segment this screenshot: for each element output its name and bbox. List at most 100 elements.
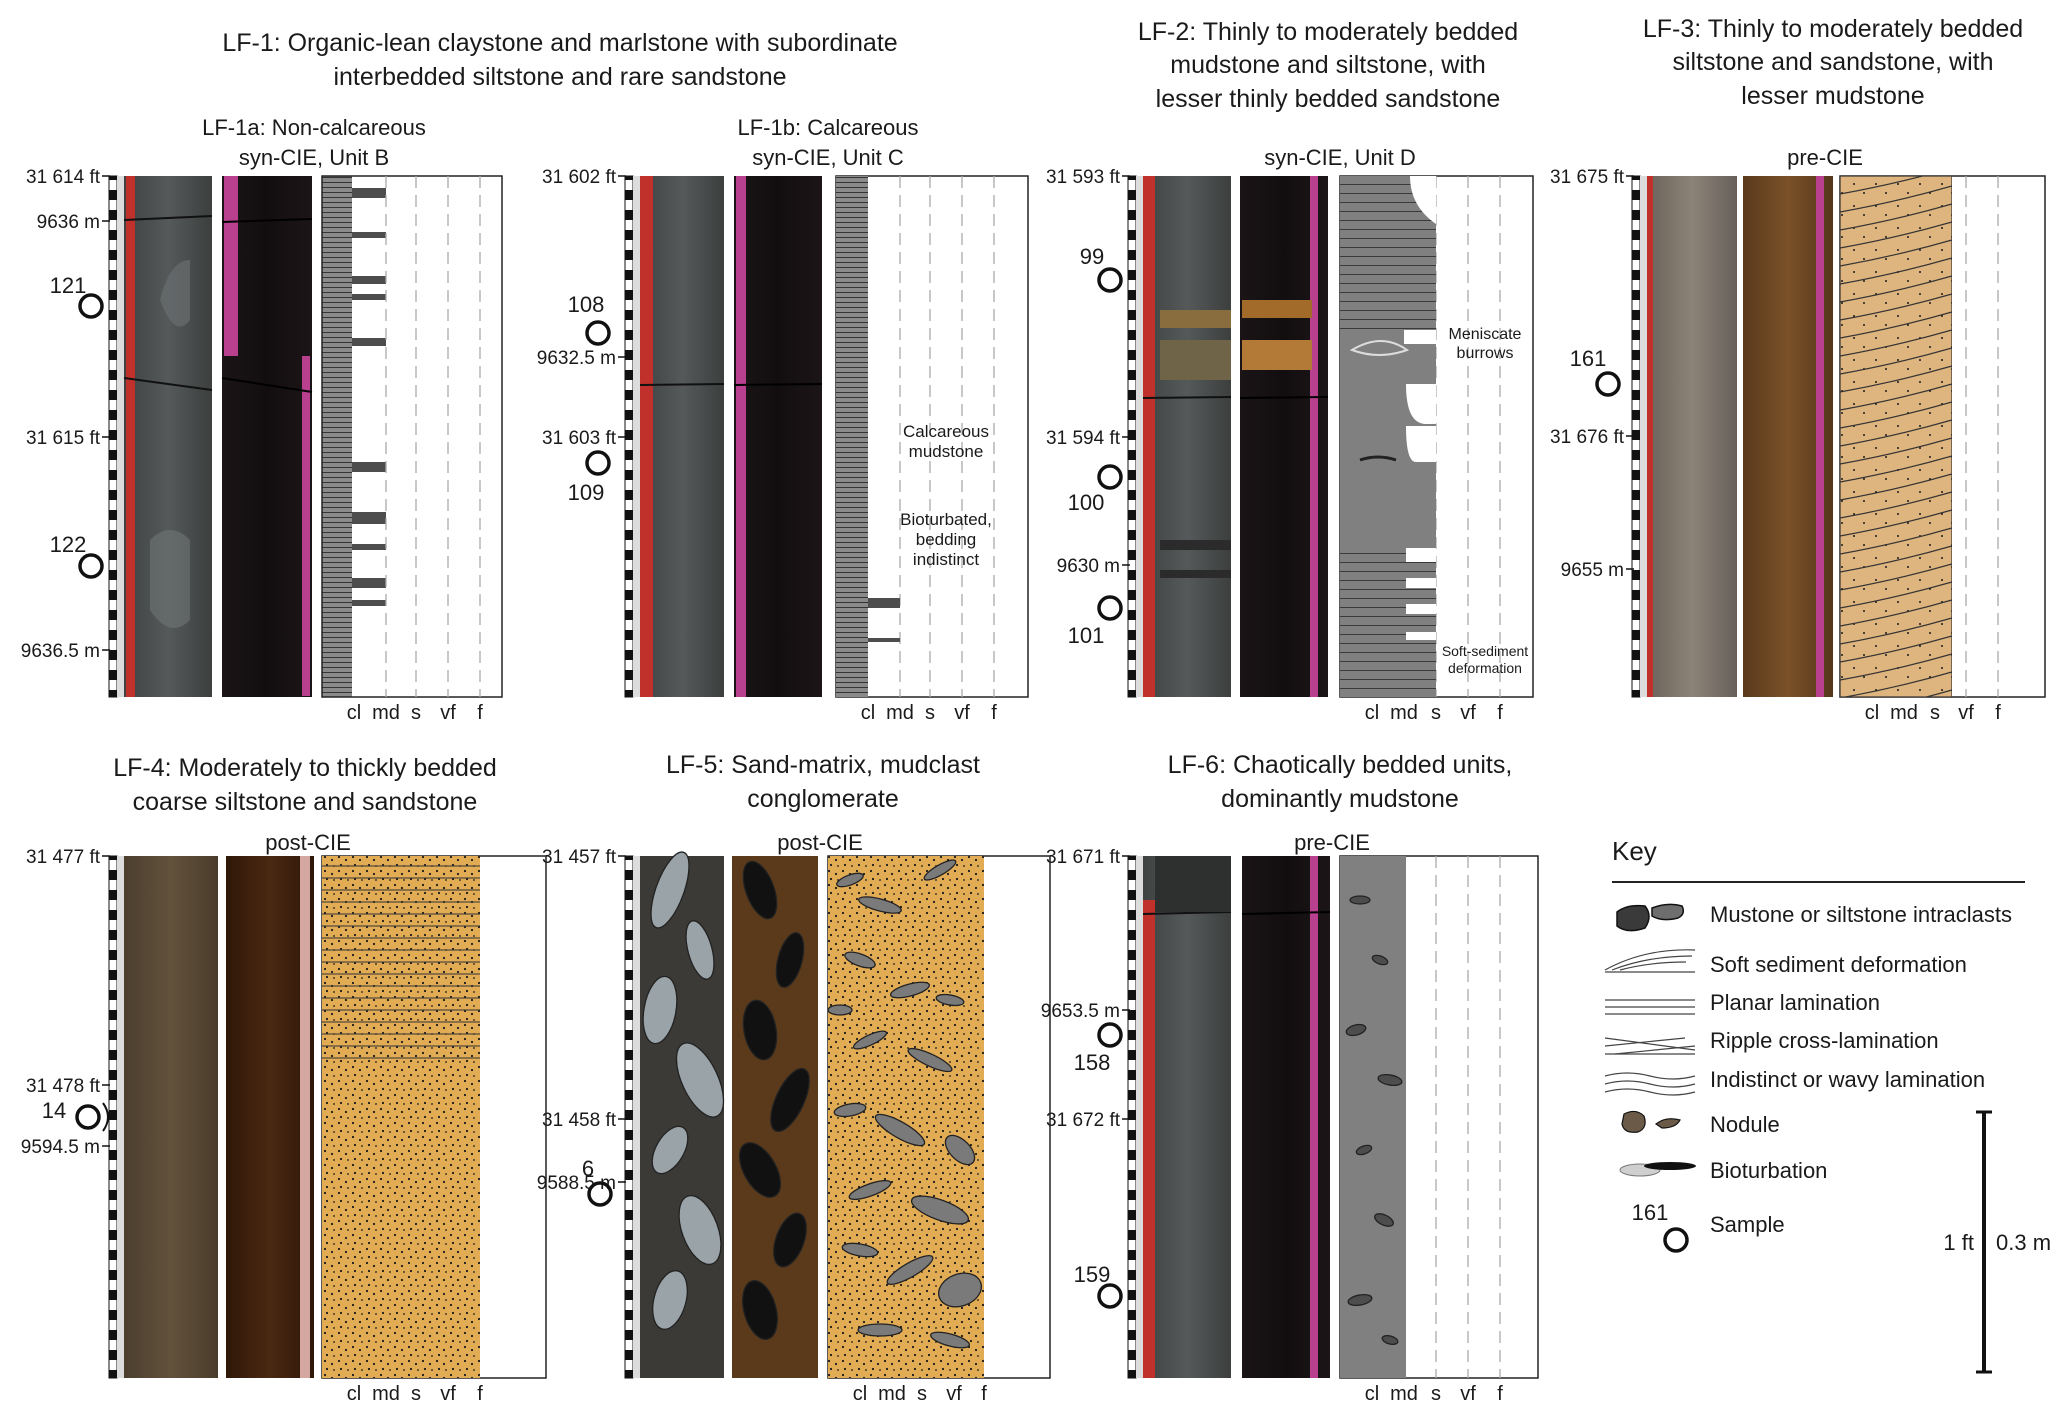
intraclast-shape [836, 872, 864, 888]
wavy-lamination-icon [1604, 1072, 1696, 1096]
depth-label: 31 457 ft [542, 847, 617, 868]
grain-size-tick-label: f [991, 702, 997, 724]
intraclast-shape [844, 951, 876, 969]
depth-label: 9636 m [37, 212, 100, 233]
lamina-line [1840, 473, 1952, 501]
svg-text:lesser thinly bedded sandstone: lesser thinly bedded sandstone [1156, 85, 1501, 113]
lamina-line [1840, 599, 1952, 627]
grain-size-tick-label: f [1497, 702, 1503, 724]
sample-icon: 161 [1632, 1200, 1689, 1253]
lamina-line [1840, 221, 1952, 249]
depth-label: 31 458 ft [542, 1110, 617, 1131]
sample-number: 108 [568, 292, 605, 317]
intraclast-shape [651, 1125, 689, 1175]
sample-number: 101 [1068, 623, 1105, 648]
sample-marker [75, 1104, 101, 1130]
core-photo-grey-clasts [640, 851, 725, 1378]
sample-number: 121 [50, 273, 87, 298]
panel-lf3 [1631, 175, 1952, 698]
intraclast-shape [910, 1195, 970, 1225]
intraclast-shape [923, 859, 957, 881]
lithology-column [1340, 176, 1436, 697]
svg-text:conglomerate: conglomerate [747, 785, 898, 813]
depth-label: 31 593 ft [1046, 167, 1121, 188]
lamina-line [1840, 401, 1952, 429]
sample-marker [1595, 371, 1621, 397]
core-scale-bar [624, 175, 634, 698]
depth-label: 31 676 ft [1550, 427, 1625, 448]
intraclast-shape [742, 860, 778, 920]
core-photo-black [1239, 176, 1329, 697]
intraclast-shape [642, 975, 678, 1045]
lithology-frame [321, 175, 503, 698]
grain-size-tick-label: vf [440, 1383, 456, 1405]
sample-number: 6 [582, 1156, 594, 1181]
lamina-line [1840, 203, 1952, 231]
sample-marker [1097, 595, 1123, 621]
intraclast-shape [827, 1004, 853, 1016]
sample-number: 161 [1570, 346, 1607, 371]
grain-size-tick-label: vf [440, 702, 456, 724]
intraclast-shape [874, 1113, 926, 1147]
annotation-text: Bioturbated, [900, 510, 992, 529]
intraclast-shape [886, 1255, 934, 1285]
lithology-column [1340, 856, 1406, 1378]
lithology-column [1840, 176, 1952, 697]
annotation-text: mudstone [909, 442, 984, 461]
lf6-subtitle: pre-CIE [1294, 830, 1370, 855]
intraclast-shape [889, 981, 931, 999]
sample-marker [78, 293, 104, 319]
intraclast-shape [742, 999, 778, 1061]
intraclast-shape [742, 1280, 778, 1340]
svg-text:mudstone and siltstone, with: mudstone and siltstone, with [1170, 51, 1485, 79]
intraclast-shape [1355, 1144, 1373, 1156]
core-photo-grey [639, 176, 725, 697]
grain-size-tick-label: cl [1365, 1383, 1379, 1405]
intraclast-shape [907, 1047, 953, 1073]
lf1b-subtitle: LF-1b: Calcareous syn-CIE, Unit C [738, 115, 919, 170]
key-label: Sample [1710, 1212, 1785, 1237]
intraclast-shape [650, 851, 690, 929]
lf4-subtitle: post-CIE [265, 830, 351, 855]
grain-size-tick-label: md [372, 702, 400, 724]
lamina-line [1840, 347, 1952, 375]
grain-size-tick-label: s [1431, 702, 1441, 724]
sample-marker [585, 450, 611, 476]
svg-text:syn-CIE, Unit B: syn-CIE, Unit B [239, 145, 389, 170]
svg-text:LF-6: Chaotically bedded units: LF-6: Chaotically bedded units, [1168, 751, 1513, 779]
lf1a-subtitle: LF-1a: Non-calcareous syn-CIE, Unit B [202, 115, 426, 170]
depth-label: 31 614 ft [26, 167, 101, 188]
sample-marker [585, 320, 611, 346]
lf2-subtitle: syn-CIE, Unit D [1264, 145, 1416, 170]
intraclast-shape [1381, 1334, 1399, 1346]
grain-size-tick-label: s [925, 702, 935, 724]
grain-size-tick-label: s [1930, 702, 1940, 724]
lamina-line [1840, 365, 1952, 393]
grain-size-tick-label: f [477, 702, 483, 724]
sample-marker [1097, 1283, 1123, 1309]
key-label: Planar lamination [1710, 990, 1880, 1015]
key-label: Mustone or siltstone intraclasts [1710, 902, 2012, 927]
core-photo-grey [123, 176, 213, 697]
key-label: Nodule [1710, 1112, 1780, 1137]
depth-label: 31 603 ft [542, 428, 617, 449]
sample-number: 158 [1074, 1050, 1111, 1075]
intraclast-shape [841, 1242, 879, 1258]
lamina-line [1840, 329, 1952, 357]
core-photo-tan [1647, 176, 1737, 697]
svg-text:coarse siltstone and sandstone: coarse siltstone and sandstone [133, 788, 478, 816]
annotation-text: Soft-sediment [1442, 643, 1528, 659]
grain-size-tick-label: md [886, 702, 914, 724]
lamina-line [1840, 275, 1952, 303]
lamina-line [1842, 671, 1952, 697]
ripple-cross-lamination-icon [1604, 1037, 1696, 1055]
lamina-line [1840, 635, 1952, 663]
intraclast-shape [775, 932, 805, 988]
depth-label: 31 602 ft [542, 167, 617, 188]
lamina-line [1840, 437, 1952, 465]
lamina-line [1923, 689, 1952, 697]
intraclast-shape [770, 1067, 810, 1133]
lamina-line [1840, 455, 1952, 483]
